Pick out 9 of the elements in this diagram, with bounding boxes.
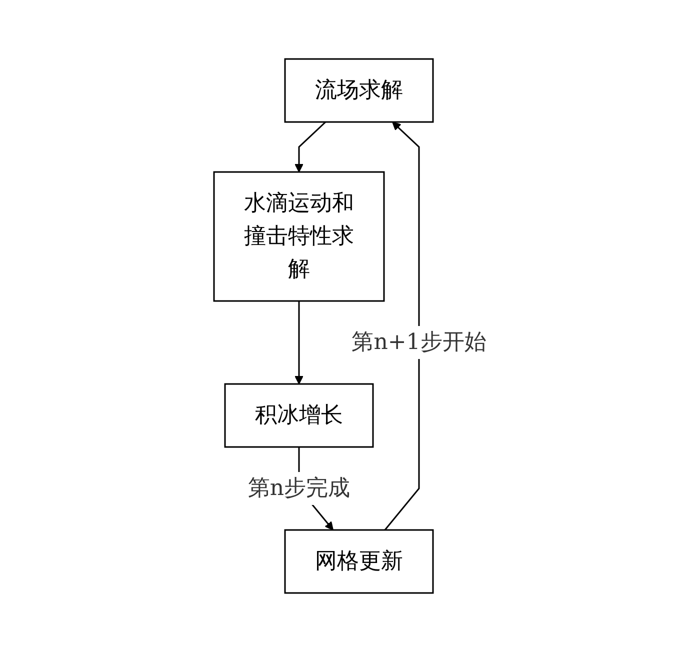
arrow	[384, 121, 420, 530]
node-box: 积冰增长	[224, 382, 374, 448]
node-box: 水滴运动和撞击特性求解	[213, 170, 385, 302]
arrow	[294, 120, 326, 172]
node-box: 网格更新	[284, 528, 434, 594]
arrow	[294, 300, 304, 384]
node-box: 流场求解	[284, 58, 434, 122]
edge-label: 第n步完成	[248, 475, 350, 500]
edge-label: 第n+1步开始	[352, 329, 486, 354]
